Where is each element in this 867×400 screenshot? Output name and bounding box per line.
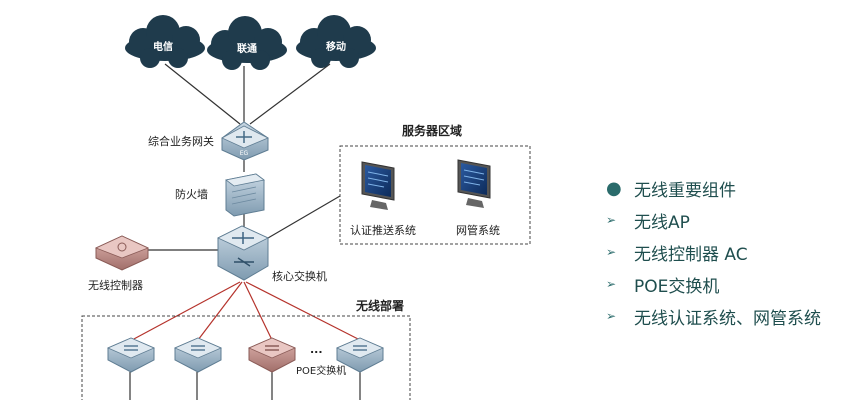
link-telecom-gateway (164, 63, 241, 125)
nms-monitor-icon (457, 159, 491, 208)
bullet-arrow-icon: ➢ (606, 277, 617, 291)
wireless-area-box (81, 315, 411, 400)
poe-link-2 (197, 281, 243, 341)
core-switch-label: 核心交换机 (272, 270, 327, 283)
auth-system-monitor-icon (361, 161, 395, 210)
server-area-title: 服务器区域 (402, 124, 463, 138)
component-bullet-list: ● 无线重要组件 ➢ 无线AP ➢ 无线控制器 AC ➢ POE交换机 ➢ 无线… (606, 172, 856, 332)
poe-switch-label: POE交换机 (296, 366, 347, 377)
link-core-servers (267, 195, 341, 239)
controller-label: 无线控制器 (88, 279, 143, 292)
cloud-mobile (296, 15, 376, 68)
poe-link-1 (131, 281, 241, 341)
cloud-links (164, 63, 331, 125)
poe-switch-3-icon (247, 337, 297, 373)
poe-links (131, 281, 361, 341)
bullet-arrow-icon: ➢ (606, 245, 617, 259)
gateway-label: 综合业务网关 (148, 135, 214, 148)
server-area-box (339, 145, 531, 245)
firewall-label: 防火墙 (175, 188, 208, 201)
bullet-item: ➢ 无线AP (606, 204, 856, 236)
core-switch-icon (217, 225, 269, 281)
bullet-heading-text: 无线重要组件 (634, 180, 736, 201)
bullet-item: ➢ 无线控制器 AC (606, 236, 856, 268)
bullet-arrow-icon: ➢ (606, 213, 617, 227)
auth-system-label: 认证推送系统 (350, 224, 416, 237)
bullet-dot-icon: ● (606, 177, 622, 199)
poe-switch-2-icon (173, 337, 223, 373)
bullet-item: ➢ POE交换机 (606, 268, 856, 300)
poe-switch-4-icon (335, 337, 385, 373)
nms-label: 网管系统 (456, 224, 500, 237)
wireless-controller-icon (94, 235, 150, 271)
bullet-item-text: 无线AP (634, 212, 690, 233)
cloud-mobile-label: 移动 (326, 40, 346, 53)
poe-link-3 (243, 281, 273, 341)
ap-stub-lines (129, 372, 361, 400)
bullet-heading: ● 无线重要组件 (606, 172, 856, 204)
cloud-unicom (207, 16, 287, 70)
firewall-icon (225, 173, 265, 217)
cloud-telecom (125, 15, 205, 68)
cloud-telecom-label: 电信 (153, 40, 173, 53)
bullet-item-text: POE交换机 (634, 276, 720, 297)
bullet-item-text: 无线认证系统、网管系统 (634, 308, 821, 329)
bullet-item-text: 无线控制器 AC (634, 244, 748, 265)
poe-link-4 (245, 281, 361, 341)
bullet-arrow-icon: ➢ (606, 309, 617, 323)
poe-switch-1-icon (106, 337, 156, 373)
gateway-badge: EG (240, 150, 249, 157)
wireless-area-title: 无线部署 (356, 299, 405, 313)
cloud-unicom-label: 联通 (237, 42, 257, 55)
gateway-device-icon (221, 121, 269, 161)
ellipsis: ... (310, 343, 323, 356)
link-mobile-gateway (249, 63, 331, 125)
bullet-item: ➢ 无线认证系统、网管系统 (606, 300, 856, 332)
